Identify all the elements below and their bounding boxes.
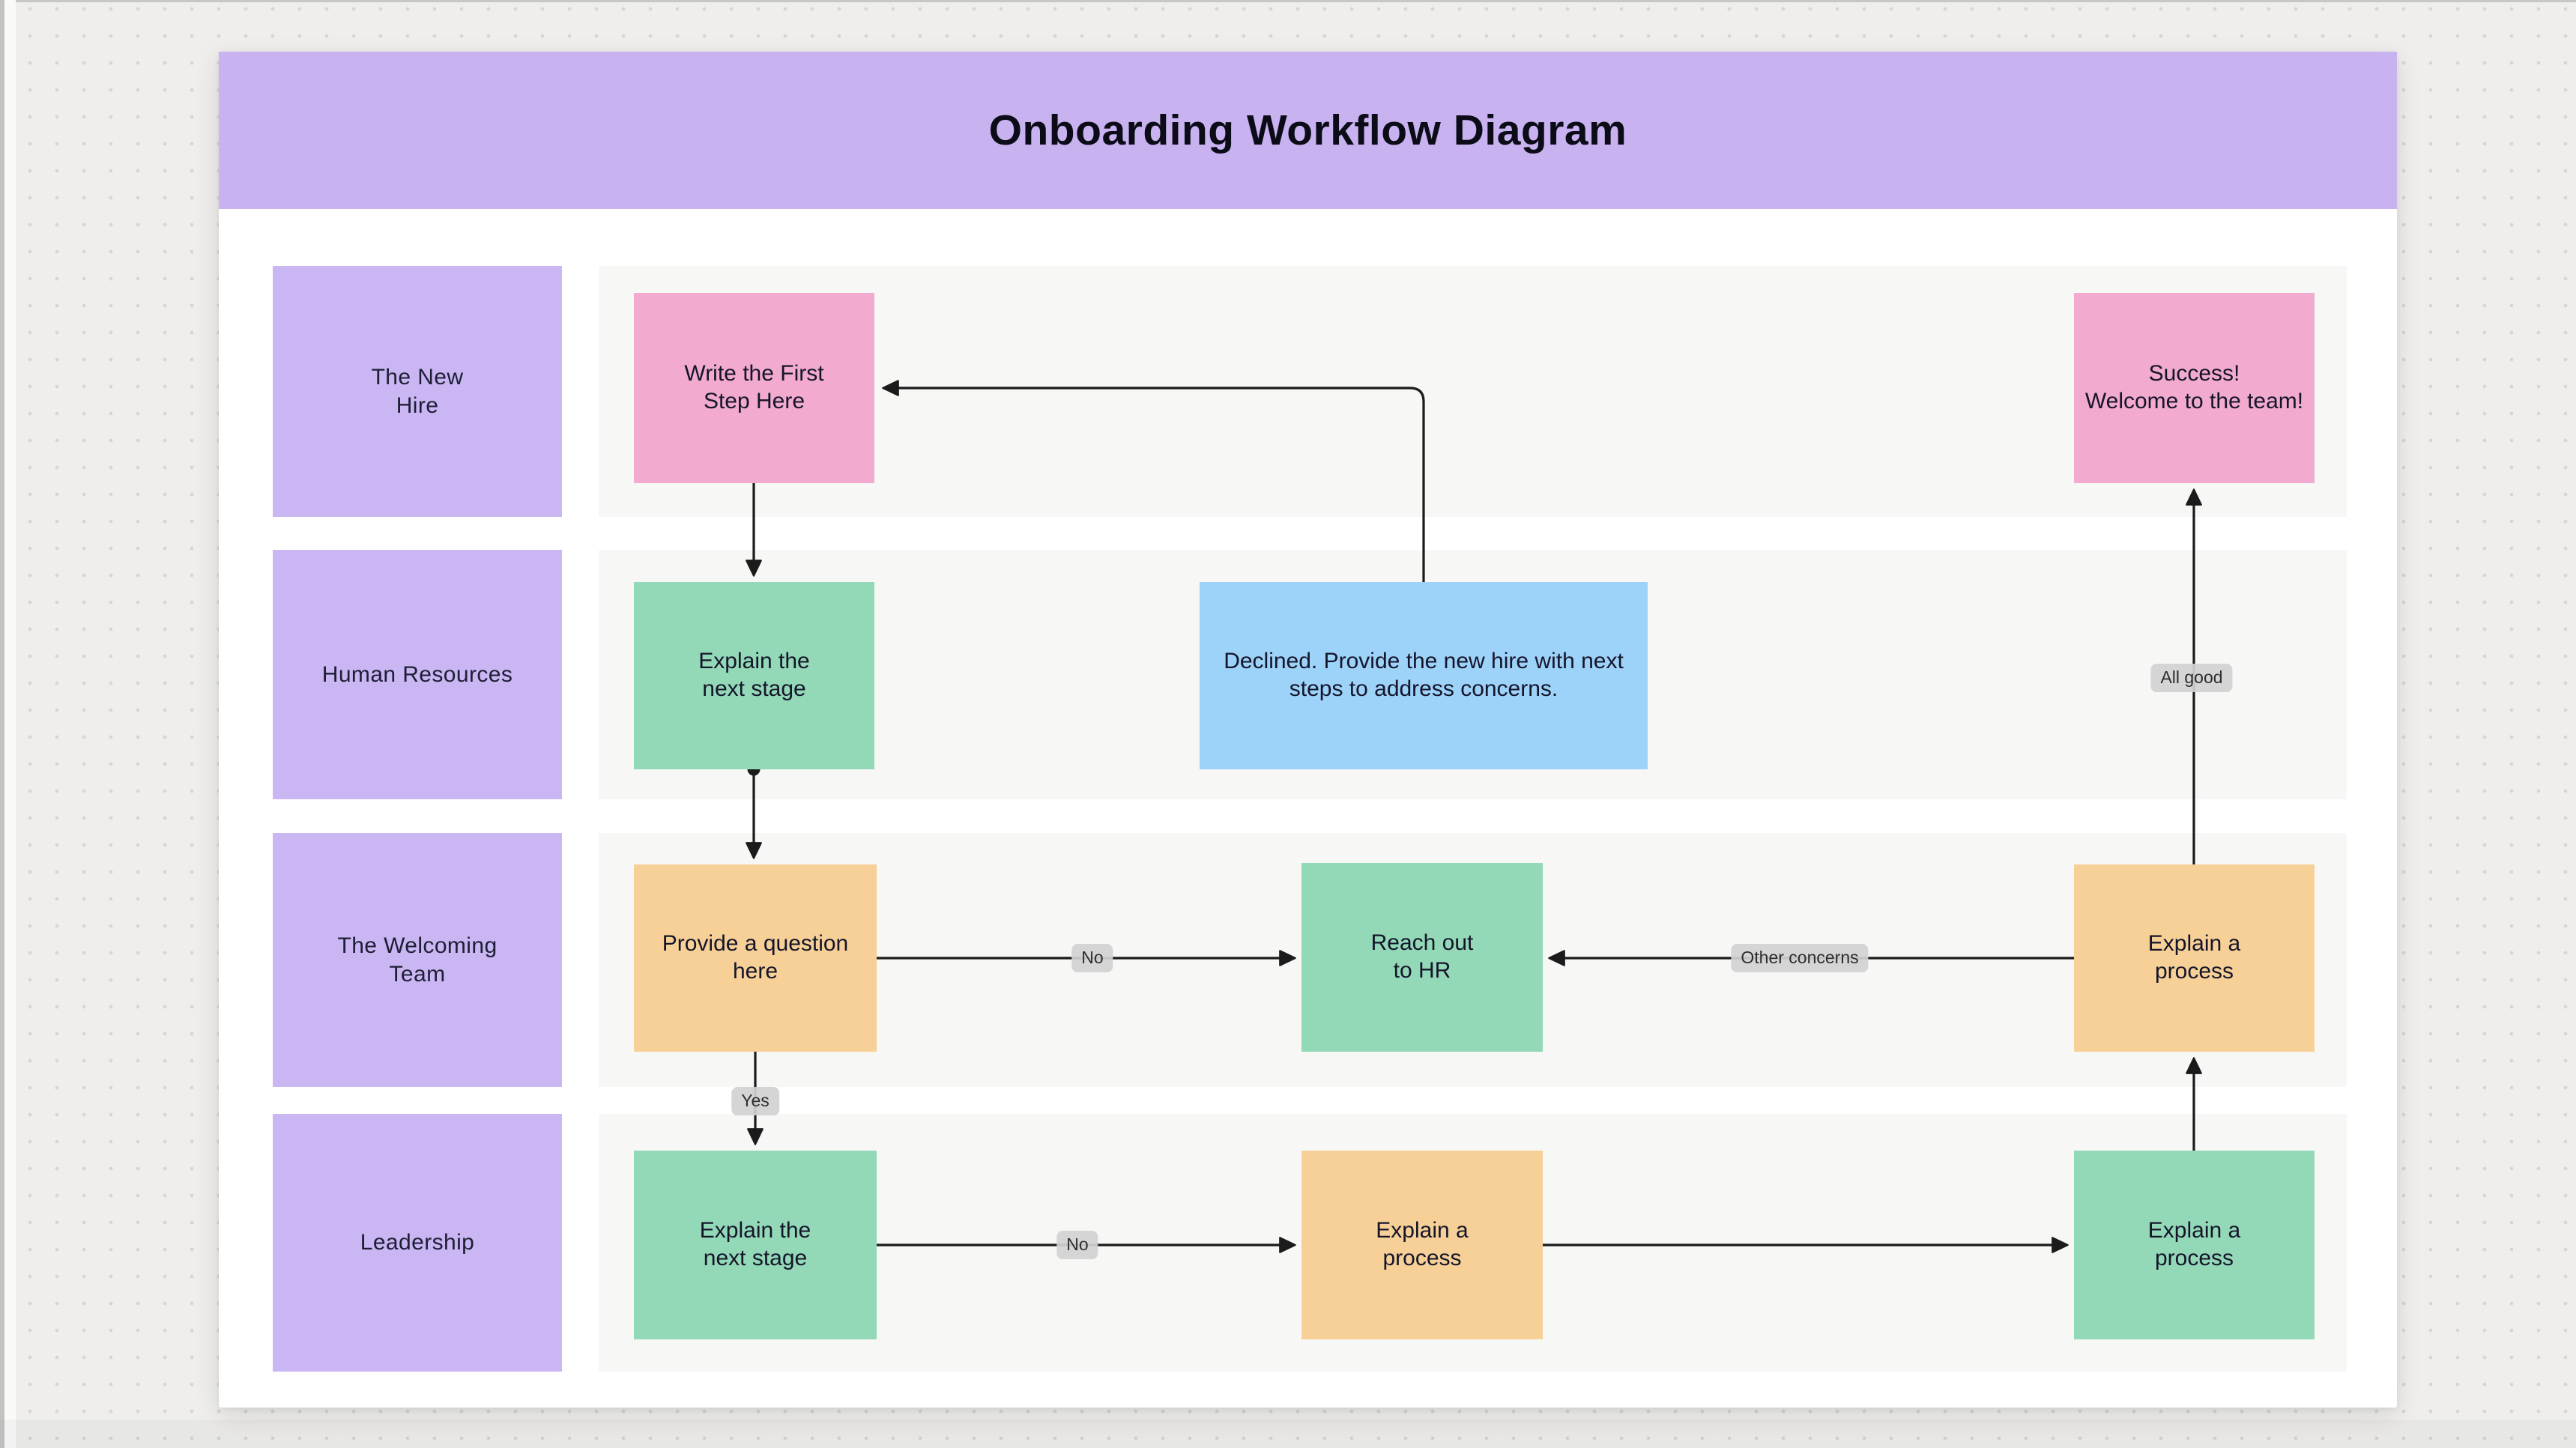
edge-label-yes[interactable]: Yes <box>731 1087 779 1115</box>
window-left-edge <box>0 0 4 1448</box>
node-explain-process-leadership-2[interactable]: Explain a process <box>2074 1151 2315 1339</box>
edge-label-no-welcoming[interactable]: No <box>1071 944 1113 972</box>
node-provide-question[interactable]: Provide a question here <box>634 864 877 1052</box>
node-explain-process-welcoming[interactable]: Explain a process <box>2074 864 2315 1052</box>
node-declined-provide-next-steps[interactable]: Declined. Provide the new hire with next… <box>1200 582 1648 769</box>
canvas-bottom-shade <box>0 1420 2576 1448</box>
canvas-left-gutter <box>4 0 16 1448</box>
title-banner[interactable]: Onboarding Workflow Diagram <box>219 52 2397 209</box>
connector-explain-next-to-provide-question[interactable] <box>746 763 762 859</box>
lane-label-welcoming-team[interactable]: The Welcoming Team <box>273 833 562 1087</box>
diagram-card[interactable]: Onboarding Workflow Diagram The New Hire… <box>219 52 2397 1408</box>
edge-label-no-leadership[interactable]: No <box>1056 1231 1098 1259</box>
diagram-title: Onboarding Workflow Diagram <box>988 106 1627 154</box>
lane-label-leadership[interactable]: Leadership <box>273 1114 562 1372</box>
window-top-edge <box>0 0 2576 2</box>
node-explain-process-leadership[interactable]: Explain a process <box>1301 1151 1543 1339</box>
lane-label-human-resources[interactable]: Human Resources <box>273 550 562 799</box>
node-reach-out-to-hr[interactable]: Reach out to HR <box>1301 863 1543 1052</box>
lane-label-new-hire[interactable]: The New Hire <box>273 266 562 517</box>
node-explain-next-stage-hr[interactable]: Explain the next stage <box>634 582 874 769</box>
node-success-welcome[interactable]: Success! Welcome to the team! <box>2074 293 2315 483</box>
connector-declined-to-write-first[interactable] <box>882 380 1425 582</box>
edge-label-all-good[interactable]: All good <box>2150 664 2233 692</box>
node-write-first-step[interactable]: Write the First Step Here <box>634 293 874 483</box>
edge-label-other-concerns[interactable]: Other concerns <box>1731 944 1869 972</box>
node-explain-next-stage-leadership[interactable]: Explain the next stage <box>634 1151 877 1339</box>
